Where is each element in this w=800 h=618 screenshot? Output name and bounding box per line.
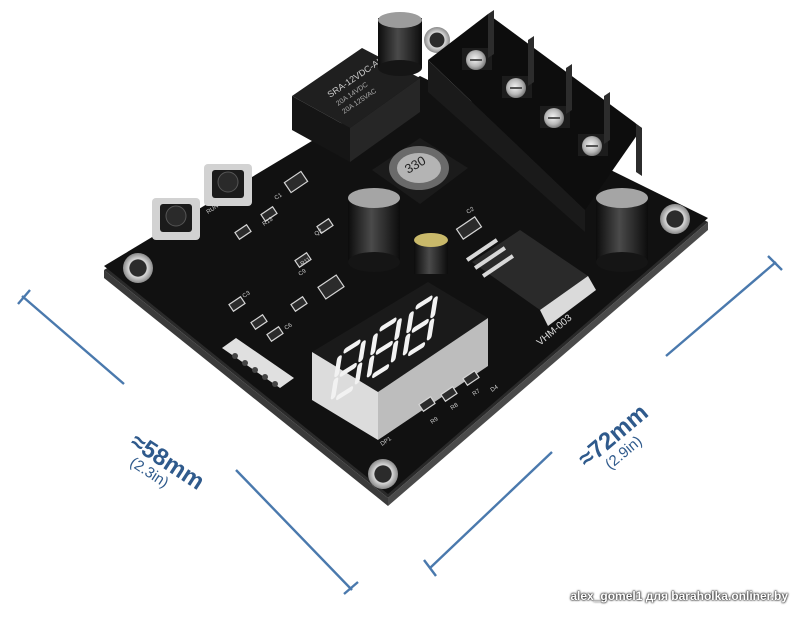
display-digit <box>366 317 402 379</box>
silkscreen-label: R8 <box>450 402 460 412</box>
display-segment <box>408 342 426 357</box>
display-segment <box>370 333 378 356</box>
display-segment <box>354 362 363 385</box>
display-digit <box>402 295 438 357</box>
inductor: 330 <box>372 138 468 204</box>
silkscreen-label: C2 <box>466 206 476 216</box>
silkscreen-label: D4 <box>490 384 500 394</box>
watermark: alex_gomel1 для baraholka.onliner.by <box>570 589 788 603</box>
display-segment <box>430 296 438 319</box>
display-segment <box>402 333 411 356</box>
display-digits <box>330 295 438 401</box>
silkscreen-label: R11 <box>300 256 313 267</box>
display-segment <box>406 311 414 334</box>
silkscreen-label: R9 <box>430 416 440 426</box>
silkscreen-label: Q2 <box>314 228 325 238</box>
silkscreen-label: R7 <box>472 388 482 398</box>
display-segment <box>415 295 433 310</box>
silkscreen-label: C9 <box>298 268 308 278</box>
mounting-holes <box>123 27 690 489</box>
seven-segment-display <box>312 282 488 440</box>
terminal-block <box>428 10 642 232</box>
display-segment <box>379 317 397 332</box>
display-digit <box>330 339 366 401</box>
push-buttons <box>152 164 252 240</box>
display-segment <box>411 318 429 333</box>
display-segment <box>339 362 357 377</box>
display-segment <box>375 340 393 355</box>
smd-components <box>228 170 483 413</box>
silkscreen-label: C3 <box>242 290 252 300</box>
display-segment <box>343 339 361 354</box>
capacitors <box>348 12 648 274</box>
display-segment <box>330 377 339 400</box>
display-segment <box>390 340 399 363</box>
display-segment <box>372 364 390 379</box>
display-segment <box>394 318 402 341</box>
display-segment <box>366 355 375 378</box>
silkscreen-label: R13 <box>262 216 275 227</box>
silkscreen-label: C6 <box>284 322 294 332</box>
silkscreen-label: C1 <box>274 192 284 202</box>
silkscreen-label: DP1 <box>380 436 394 448</box>
dimension-lines <box>17 255 783 595</box>
display-segment <box>336 386 354 401</box>
header-pins <box>222 338 294 388</box>
display-segment <box>334 355 342 378</box>
display-segment <box>358 340 366 363</box>
display-segment <box>426 318 435 341</box>
